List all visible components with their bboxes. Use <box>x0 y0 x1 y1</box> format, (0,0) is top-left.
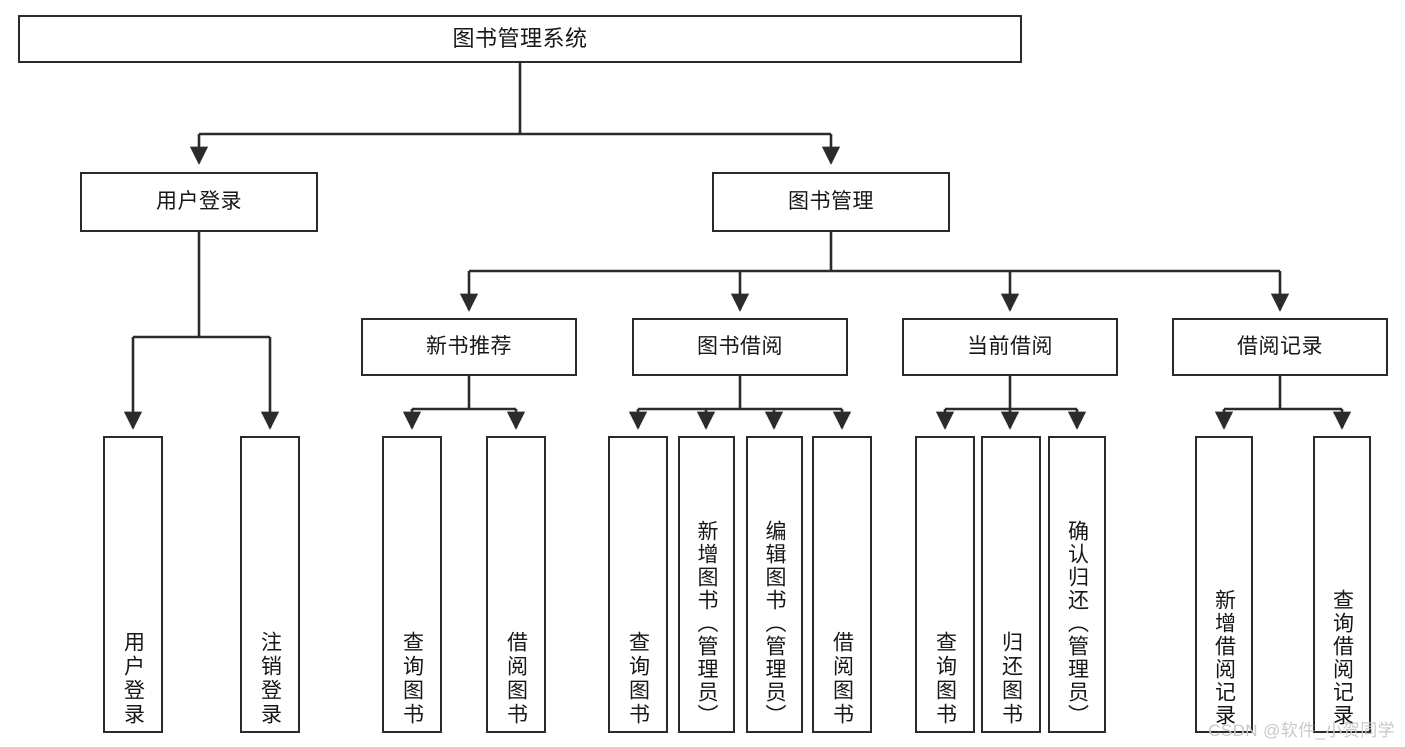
leaf-borrow-book-recommend[interactable]: 借阅图书 <box>486 436 546 733</box>
leaf-label: 用户登录 <box>121 631 145 727</box>
leaf-label: 借阅图书 <box>504 631 528 727</box>
leaf-label: 新增借阅记录 <box>1212 589 1236 727</box>
leaf-label: 借阅图书 <box>830 631 854 727</box>
leaf-label: 归还图书 <box>999 631 1023 727</box>
leaf-edit-book-admin[interactable]: 编辑图书（管理员） <box>746 436 803 733</box>
leaf-label: 查询图书 <box>933 631 957 727</box>
leaf-label: 注销登录 <box>258 631 282 727</box>
node-root-system[interactable]: 图书管理系统 <box>18 15 1022 63</box>
node-current-borrow[interactable]: 当前借阅 <box>902 318 1118 376</box>
leaf-query-borrow-record[interactable]: 查询借阅记录 <box>1313 436 1371 733</box>
leaf-confirm-return-admin[interactable]: 确认归还（管理员） <box>1048 436 1106 733</box>
node-label: 图书管理系统 <box>452 25 588 51</box>
leaf-query-book-current[interactable]: 查询图书 <box>915 436 975 733</box>
leaf-label: 查询借阅记录 <box>1330 589 1354 727</box>
leaf-add-borrow-record[interactable]: 新增借阅记录 <box>1195 436 1253 733</box>
leaf-label: 新增图书（管理员） <box>695 520 718 727</box>
leaf-borrow-book[interactable]: 借阅图书 <box>812 436 872 733</box>
node-label: 当前借阅 <box>967 335 1053 359</box>
node-borrow-record[interactable]: 借阅记录 <box>1172 318 1388 376</box>
leaf-query-book-borrow[interactable]: 查询图书 <box>608 436 668 733</box>
node-book-borrow[interactable]: 图书借阅 <box>632 318 848 376</box>
leaf-label: 查询图书 <box>626 631 650 727</box>
node-label: 新书推荐 <box>426 335 512 359</box>
leaf-query-book-recommend[interactable]: 查询图书 <box>382 436 442 733</box>
leaf-add-book-admin[interactable]: 新增图书（管理员） <box>678 436 735 733</box>
node-new-book-recommend[interactable]: 新书推荐 <box>361 318 577 376</box>
leaf-label: 查询图书 <box>400 631 424 727</box>
node-book-management[interactable]: 图书管理 <box>712 172 950 232</box>
node-label: 图书借阅 <box>697 335 783 359</box>
leaf-return-book[interactable]: 归还图书 <box>981 436 1041 733</box>
node-label: 用户登录 <box>156 190 242 214</box>
node-label: 借阅记录 <box>1237 335 1323 359</box>
watermark: CSDN @软件_小贺同学 <box>1208 721 1395 740</box>
leaf-label: 确认归还（管理员） <box>1065 520 1089 727</box>
node-user-login[interactable]: 用户登录 <box>80 172 318 232</box>
node-label: 图书管理 <box>788 190 874 214</box>
leaf-logout[interactable]: 注销登录 <box>240 436 300 733</box>
leaf-user-login[interactable]: 用户登录 <box>103 436 163 733</box>
leaf-label: 编辑图书（管理员） <box>763 520 786 727</box>
